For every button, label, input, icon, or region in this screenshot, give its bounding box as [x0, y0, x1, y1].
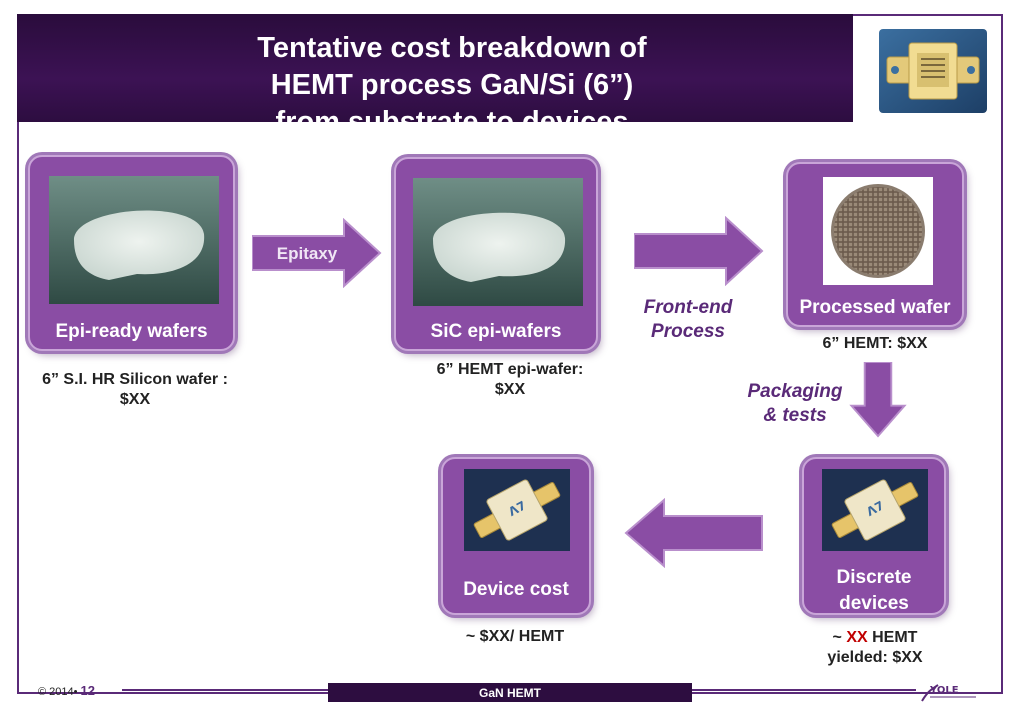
footer-title: GaN HEMT: [328, 683, 692, 702]
discrete-label-line2: devices: [839, 593, 909, 614]
device-cost-label: Device cost: [463, 579, 569, 600]
arrow-front-end: [634, 216, 764, 286]
title-line-3: from substrate to devices: [275, 106, 629, 138]
sic-epi-label: SiC epi-wafers: [430, 321, 562, 342]
processed-wafer-label: Processed wafer: [799, 297, 951, 318]
arrow-epitaxy: [252, 218, 382, 288]
packaging-line2: & tests: [763, 405, 827, 426]
page-number: 12: [80, 683, 96, 698]
discrete-label-line1: Discrete: [836, 567, 912, 588]
discrete-label: Discrete devices: [804, 565, 944, 617]
discrete-cost-line1: ~ XX HEMT: [786, 628, 964, 648]
discrete-cost-line2: yielded: $XX: [827, 649, 923, 666]
logo-text: YOLE: [929, 685, 959, 696]
packaging-label: Packaging & tests: [735, 380, 855, 428]
title-bar: Tentative cost breakdown of HEMT process…: [17, 14, 853, 138]
arrow-packaging: [849, 362, 907, 438]
packaging-line1: Packaging: [747, 381, 843, 402]
epi-wafer-image: [413, 178, 583, 306]
front-end-line2: Process: [651, 321, 725, 342]
discrete-device-image: ᐱ7: [822, 469, 928, 551]
device-image: ᐱ7: [464, 469, 570, 551]
device-cost-value: ~ $XX/ HEMT: [465, 628, 565, 645]
discrete-cost-highlight: XX: [846, 629, 868, 646]
sic-epi-cost-line1: 6” HEMT epi-wafer:: [436, 361, 584, 378]
sic-epi-cost: 6” HEMT epi-wafer: $XX: [400, 360, 620, 400]
sic-epi-cost-line2: $XX: [494, 381, 526, 398]
slide-title: Tentative cost breakdown of HEMT process…: [217, 30, 687, 141]
epi-ready-label: Epi-ready wafers: [55, 321, 208, 342]
footer-copyright: © 2014• 12: [38, 683, 95, 698]
hemt-package-photo: [879, 29, 987, 113]
footer-line-right: [692, 689, 916, 691]
discrete-cost-suffix: HEMT: [867, 629, 918, 646]
discrete-cost: ~ XX HEMT yielded: $XX: [786, 628, 964, 668]
epi-ready-cost-line2: $XX: [119, 391, 151, 408]
epi-ready-cost-line1: 6” S.I. HR Silicon wafer :: [42, 371, 228, 388]
card-device-cost: ᐱ7 Device cost: [441, 457, 591, 615]
yole-logo: YOLE: [921, 684, 976, 702]
epitaxy-label: Epitaxy: [276, 244, 338, 263]
front-end-line1: Front-end: [643, 297, 733, 318]
discrete-cost-prefix: ~: [832, 629, 847, 646]
card-processed-wafer: Processed wafer: [786, 162, 964, 327]
wafer-image: [49, 176, 219, 304]
footer-line-left: [122, 689, 328, 691]
title-line-2: HEMT process GaN/Si (6”): [270, 69, 634, 101]
copyright-text: © 2014•: [38, 686, 78, 698]
arrow-to-device-cost: [624, 498, 763, 568]
card-discrete-devices: ᐱ7 Discrete devices: [802, 457, 946, 615]
processed-cost: 6” HEMT: $XX: [822, 335, 928, 352]
title-line-1: Tentative cost breakdown of: [257, 32, 647, 64]
processed-wafer-image: [823, 177, 933, 285]
epi-ready-cost: 6” S.I. HR Silicon wafer : $XX: [20, 370, 250, 410]
card-epi-ready-wafers: Epi-ready wafers: [28, 155, 235, 351]
front-end-label: Front-end Process: [628, 296, 748, 344]
card-sic-epi-wafers: SiC epi-wafers: [394, 157, 598, 351]
